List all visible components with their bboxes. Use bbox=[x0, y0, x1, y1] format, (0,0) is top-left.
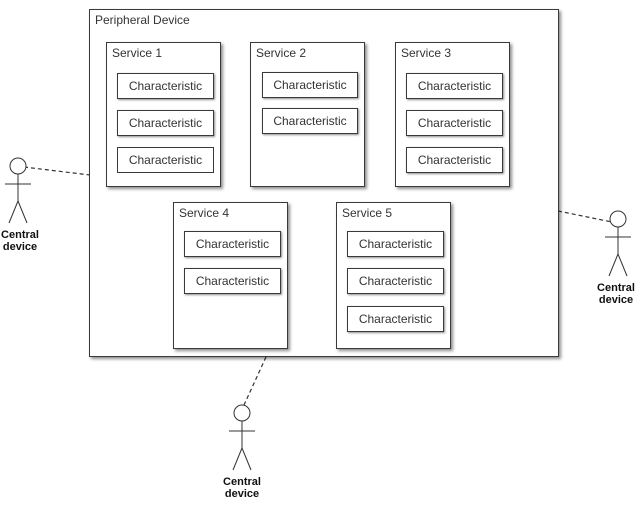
actor-left-label: Central device bbox=[1, 229, 39, 253]
service-4-box: Service 4 Characteristic Characteristic bbox=[173, 202, 288, 349]
service-4-characteristic-2: Characteristic bbox=[184, 268, 281, 294]
connection-left bbox=[23, 166, 91, 176]
service-3-title: Service 3 bbox=[401, 46, 452, 60]
service-2-title: Service 2 bbox=[256, 46, 307, 60]
service-4-title: Service 4 bbox=[179, 206, 230, 220]
service-1-characteristic-1: Characteristic bbox=[117, 73, 214, 99]
actor-bottom-label: Central device bbox=[223, 476, 261, 500]
service-1-characteristic-3: Characteristic bbox=[117, 147, 214, 173]
service-5-characteristic-1: Characteristic bbox=[347, 231, 444, 257]
peripheral-device-title: Peripheral Device bbox=[95, 13, 190, 27]
service-1-characteristic-2: Characteristic bbox=[117, 110, 214, 136]
service-5-characteristic-2: Characteristic bbox=[347, 268, 444, 294]
service-5-characteristic-3: Characteristic bbox=[347, 306, 444, 332]
actor-right-label: Central device bbox=[597, 282, 635, 306]
service-1-box: Service 1 Characteristic Characteristic … bbox=[106, 42, 221, 187]
service-2-box: Service 2 Characteristic Characteristic bbox=[250, 42, 365, 187]
service-4-characteristic-1: Characteristic bbox=[184, 231, 281, 257]
connection-right bbox=[557, 210, 613, 223]
service-2-characteristic-1: Characteristic bbox=[262, 72, 358, 98]
service-3-box: Service 3 Characteristic Characteristic … bbox=[395, 42, 510, 187]
service-2-characteristic-2: Characteristic bbox=[262, 108, 358, 134]
service-1-title: Service 1 bbox=[112, 46, 163, 60]
service-5-box: Service 5 Characteristic Characteristic … bbox=[336, 202, 451, 349]
service-3-characteristic-3: Characteristic bbox=[406, 147, 503, 173]
connection-bottom bbox=[243, 356, 267, 406]
service-5-title: Service 5 bbox=[342, 206, 393, 220]
service-3-characteristic-2: Characteristic bbox=[406, 110, 503, 136]
service-3-characteristic-1: Characteristic bbox=[406, 73, 503, 99]
